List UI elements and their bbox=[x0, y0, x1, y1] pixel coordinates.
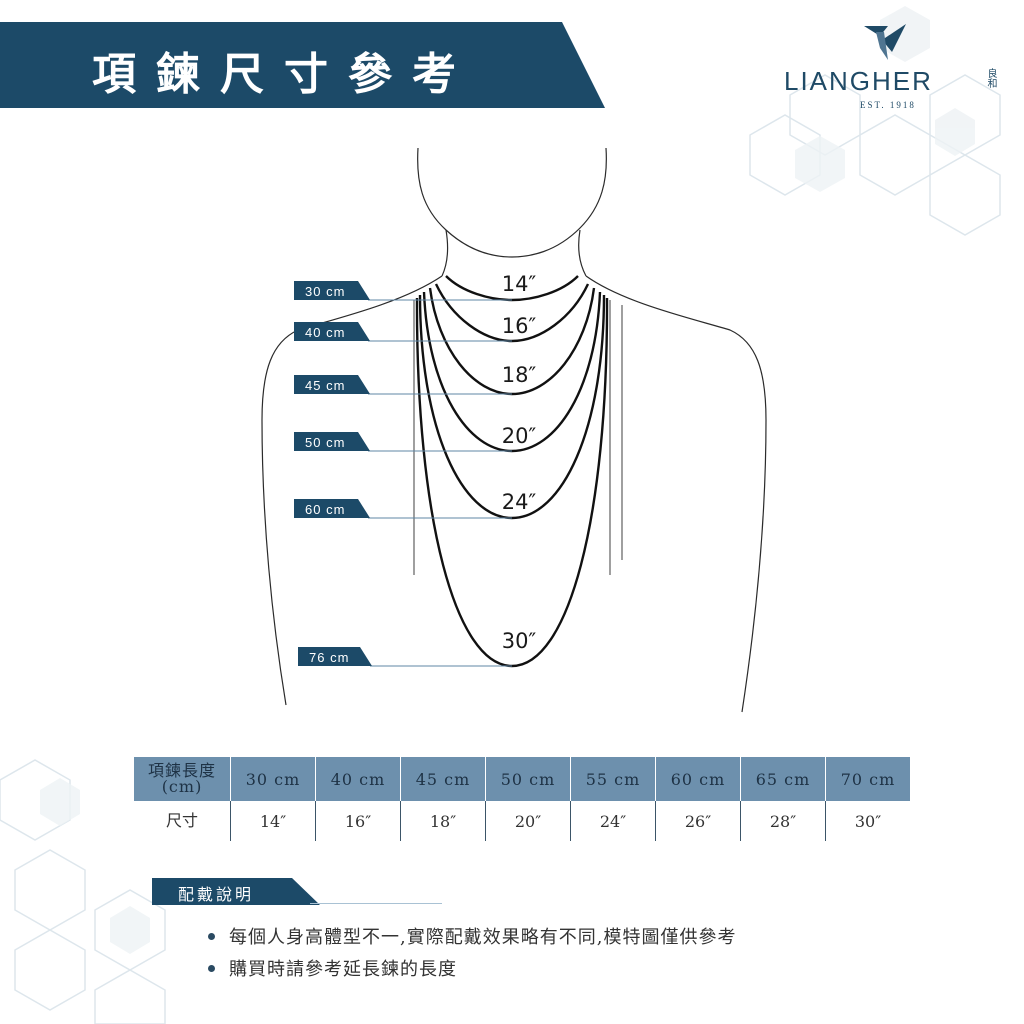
inch-label-16: 16″ bbox=[502, 314, 537, 338]
wearing-banner bbox=[152, 878, 320, 905]
table-header-label: 項鍊長度 (cm) bbox=[134, 757, 231, 801]
wearing-title: 配戴說明 bbox=[178, 885, 255, 904]
brand-logo-icon bbox=[864, 24, 906, 60]
right-shoulder bbox=[585, 275, 767, 713]
table-row-label: 尺寸 bbox=[165, 811, 198, 830]
brand-established: EST. 1918 bbox=[860, 100, 916, 110]
cm-label-50: 50 cm bbox=[305, 435, 345, 450]
brand-name-cn: 良和 bbox=[985, 68, 996, 88]
table-cell-cm: 55 cm bbox=[570, 757, 656, 801]
title-banner bbox=[0, 22, 605, 108]
table-cell-inch: 24″ bbox=[570, 801, 656, 841]
table-cell-inch: 30″ bbox=[825, 801, 910, 841]
inch-label-18: 18″ bbox=[502, 363, 537, 387]
table-cell-cm: 60 cm bbox=[655, 757, 741, 801]
inch-label-24: 24″ bbox=[502, 490, 537, 514]
head-outline bbox=[417, 147, 607, 258]
table-cell-cm: 30 cm bbox=[230, 757, 316, 801]
table-cell-cm: 70 cm bbox=[825, 757, 910, 801]
table-cell-inch: 26″ bbox=[655, 801, 741, 841]
size-table: 項鍊長度 (cm) 30 cm 40 cm 45 cm 50 cm 55 cm … bbox=[134, 757, 910, 841]
left-shoulder bbox=[261, 275, 443, 706]
bullet-icon bbox=[208, 964, 215, 972]
page-title: 項鍊尺寸參考 bbox=[92, 49, 476, 100]
table-cell-cm: 45 cm bbox=[400, 757, 486, 801]
table-cell-cm: 40 cm bbox=[315, 757, 401, 801]
wearing-notes: 每個人身高體型不一,實際配戴效果略有不同,模特圖僅供參考 購買時請參考延長鍊的長… bbox=[208, 924, 736, 988]
inch-label-20: 20″ bbox=[502, 424, 537, 448]
table-header-row: 項鍊長度 (cm) 30 cm 40 cm 45 cm 50 cm 55 cm … bbox=[134, 757, 910, 801]
cm-label-76: 76 cm bbox=[309, 650, 349, 665]
cm-label-30: 30 cm bbox=[305, 284, 345, 299]
table-row: 尺寸 14″ 16″ 18″ 20″ 24″ 26″ 28″ 30″ bbox=[134, 801, 910, 841]
table-cell-cm: 50 cm bbox=[485, 757, 571, 801]
cm-label-45: 45 cm bbox=[305, 378, 345, 393]
wearing-divider bbox=[310, 903, 442, 904]
bullet-icon bbox=[208, 932, 215, 940]
table-cell-inch: 16″ bbox=[315, 801, 401, 841]
brand-name: LIANGHER bbox=[784, 66, 933, 96]
neck-right bbox=[578, 229, 587, 277]
necklace-30 bbox=[415, 297, 609, 668]
inch-label-30: 30″ bbox=[502, 629, 537, 653]
cm-label-40: 40 cm bbox=[305, 325, 345, 340]
list-item: 每個人身高體型不一,實際配戴效果略有不同,模特圖僅供參考 bbox=[208, 924, 736, 956]
list-item: 購買時請參考延長鍊的長度 bbox=[208, 956, 736, 988]
necklace-diagram: 30 cm 40 cm 45 cm 50 cm 60 cm 76 cm 14″ … bbox=[261, 147, 767, 713]
table-cell-inch: 18″ bbox=[400, 801, 486, 841]
inch-label-14: 14″ bbox=[502, 272, 537, 296]
cm-label-60: 60 cm bbox=[305, 502, 345, 517]
table-cell-cm: 65 cm bbox=[740, 757, 826, 801]
neck-left bbox=[441, 229, 449, 277]
table-cell-inch: 20″ bbox=[485, 801, 571, 841]
table-cell-inch: 28″ bbox=[740, 801, 826, 841]
table-cell-inch: 14″ bbox=[230, 801, 316, 841]
